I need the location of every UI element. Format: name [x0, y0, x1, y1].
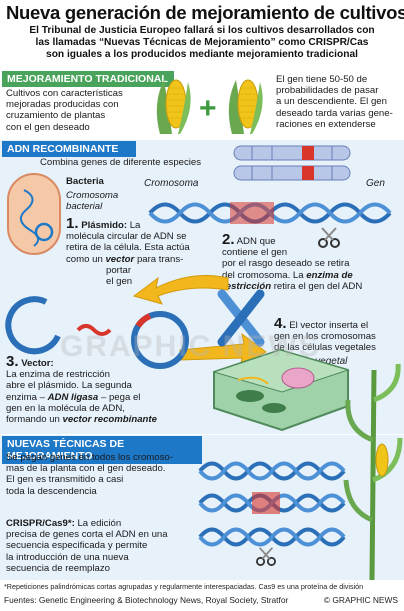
corn-illustration-right	[228, 79, 263, 134]
page-title: Nueva generación de mejoramiento de cult…	[6, 2, 404, 23]
plasmid-open-icon	[5, 296, 61, 355]
chromosome-x-icon	[217, 289, 265, 347]
recombinant-intro: Combina genes de diferente especies	[40, 157, 202, 168]
subtitle-line: El Tribunal de Justicia Europeo fallará …	[29, 25, 375, 36]
text-line: bacterial	[66, 201, 103, 213]
corn-plant-illustration	[343, 363, 403, 581]
text-line: cruzamiento de plantas	[6, 110, 106, 122]
subtitle-line: las llamadas “Nuevas Técnicas de Mejoram…	[35, 37, 369, 48]
watermark: GRAPHIC NEWS	[60, 330, 321, 363]
gene-label: Gen	[366, 178, 385, 189]
bacterial-chromosome-label: Cromosoma bacterial	[66, 190, 118, 212]
footnote: *Repeticiones palindrómicas cortas agrup…	[4, 582, 364, 591]
subtitle: El Tribunal de Justicia Europeo fallará …	[4, 25, 400, 61]
plus-icon: +	[199, 92, 217, 125]
recombinant-heading: ADN RECOMBINANTE	[2, 141, 136, 157]
plant-cell-illustration	[212, 348, 350, 432]
dna-helix-icon	[198, 461, 346, 481]
corn-illustration-left	[156, 79, 191, 134]
text-line: Cultivos con características	[6, 88, 123, 99]
plasmid-recombinant-icon	[131, 311, 189, 369]
crispr-text: CRISPR/Cas9*: La edición precisa de gene…	[6, 518, 168, 574]
chromosome-icon	[233, 145, 351, 181]
traditional-right-text: El gen tiene 50-50 de probabilidades de …	[276, 74, 393, 130]
credit: © GRAPHIC NEWS	[323, 595, 398, 605]
bacteria-illustration	[7, 173, 61, 255]
arrow-icon	[132, 275, 229, 305]
traditional-heading: MEJORAMIENTO TRADICIONAL	[2, 71, 174, 87]
subtitle-line: son iguales a los producidos mediante me…	[46, 49, 358, 60]
chromosome-label: Cromosoma	[144, 178, 199, 189]
text-line: a un descendiente. El gen	[276, 96, 387, 108]
new-techniques-intro: Se pegan genes en todos los cromoso- mas…	[6, 452, 173, 497]
crispr-bold: CRISPR/Cas9*:	[6, 518, 75, 529]
text-line: deseado tarda varias gene-	[276, 107, 393, 119]
traditional-left-text: Cultivos con características mejoradas p…	[6, 88, 123, 133]
text-line: El gen tiene 50-50 de	[276, 74, 368, 85]
scissors-icon	[318, 227, 340, 248]
bacteria-label: Bacteria	[66, 176, 104, 187]
dna-helix-icon	[198, 492, 346, 514]
step1-bold: Plásmido:	[81, 220, 128, 231]
gene-fragment-icon	[76, 324, 112, 336]
text-line: Cromosoma	[66, 190, 119, 201]
text-line: mejoradas producidas con	[6, 99, 119, 111]
text-line: probabilidades de pasar	[276, 85, 379, 97]
text-line: con el gen deseado	[6, 121, 90, 133]
step1-text: 1. Plásmido: La molécula circular de ADN…	[66, 215, 190, 288]
scissors-icon	[256, 547, 276, 566]
text-line: raciones en extenderse	[276, 118, 376, 130]
step4-text: 4. El vector inserta el gen en los cromo…	[274, 315, 376, 354]
sources: Fuentes: Genetic Engineering & Biotechno…	[4, 595, 289, 605]
dna-helix-icon	[148, 202, 392, 224]
step2-text: 2. ADN que contiene el gen por el rasgo …	[222, 231, 363, 292]
dna-helix-icon	[198, 527, 346, 547]
step3-text: 3. Vector: La enzima de restricción abre…	[6, 353, 157, 426]
new-techniques-heading: NUEVAS TÉCNICAS DE MEJORAMIENTO	[2, 436, 202, 464]
